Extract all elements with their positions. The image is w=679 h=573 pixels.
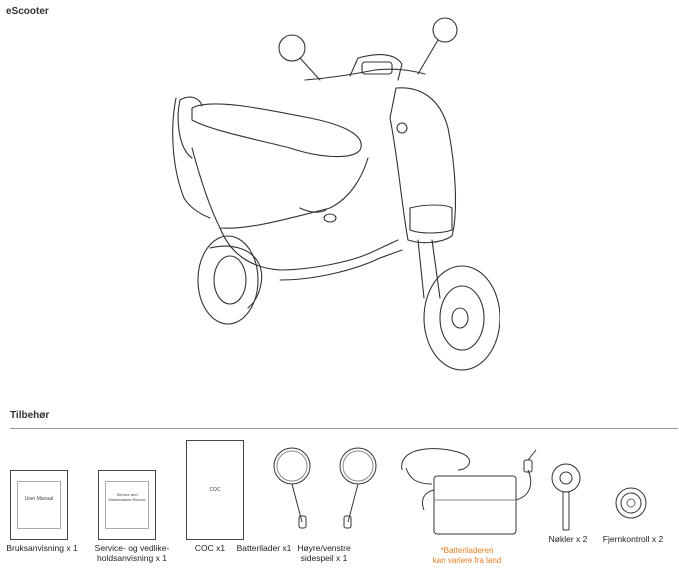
mirrors-illustration — [273, 447, 377, 529]
coc-cover-text: COC — [209, 487, 221, 493]
service-record-caption-line1: Service- og vedlike- — [94, 543, 170, 553]
remote-illustration — [615, 487, 647, 519]
service-record-caption-line2: holdsanvisning x 1 — [97, 553, 167, 563]
service-record-cover-text: Service and Maintenance Record — [105, 481, 149, 529]
charger-note-line2: kan variere fra land — [432, 556, 502, 565]
user-manual-cover-text: User Manual — [17, 481, 61, 529]
coc-caption: COC x1 — [194, 543, 226, 553]
user-manual-caption: Bruksanvisning x 1 — [6, 543, 78, 553]
mirrors-caption-line1: Høyre/venstre — [297, 543, 351, 553]
keys-caption: Nøkler x 2 — [548, 534, 588, 544]
charger-note-line1: *Batteriladeren — [440, 546, 494, 555]
page-heading: eScooter — [6, 6, 49, 17]
accessories-heading: Tilbehør — [10, 410, 50, 421]
service-record-booklet: Service and Maintenance Record — [98, 470, 156, 540]
battery-charger-illustration — [401, 448, 537, 535]
charger-caption: Batterilader x1 — [236, 543, 292, 553]
mirrors-caption-line2: sidespeil x 1 — [300, 553, 348, 563]
scooter-illustration — [172, 17, 500, 371]
remote-caption: Fjernkontroll x 2 — [602, 534, 664, 544]
key-illustration — [551, 463, 581, 531]
section-divider — [10, 428, 678, 429]
user-manual-booklet: User Manual — [10, 470, 68, 540]
coc-booklet: COC — [186, 440, 244, 540]
